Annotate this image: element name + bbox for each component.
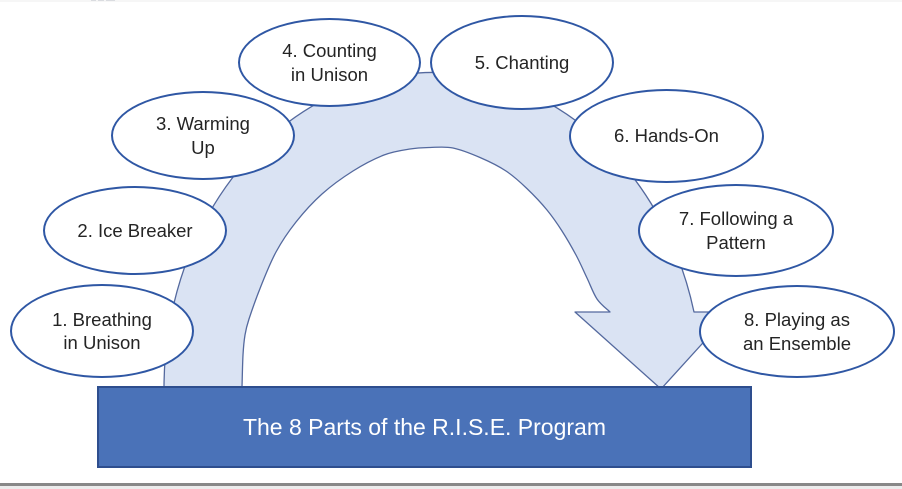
step-label: 4. Counting: [282, 40, 377, 61]
step-bubble-8[interactable]: 8. Playing as an Ensemble: [699, 285, 895, 378]
step-bubble-4[interactable]: 4. Counting in Unison: [238, 18, 421, 107]
top-edge-strip: [0, 0, 902, 2]
step-label-line2: Pattern: [706, 231, 766, 253]
top-edge-artifact: [91, 0, 96, 1]
step-label: 6. Hands-On: [614, 125, 719, 147]
step-label: 8. Playing as: [744, 309, 850, 330]
step-label: 2. Ice Breaker: [77, 219, 193, 241]
top-edge-artifact: [106, 0, 115, 1]
step-bubble-7[interactable]: 7. Following a Pattern: [638, 184, 834, 277]
bottom-divider-line: [0, 483, 902, 486]
step-label: 5. Chanting: [474, 51, 570, 73]
bottom-edge-strip: [0, 485, 902, 489]
step-label-line2: in Unison: [63, 332, 141, 353]
step-bubble-3[interactable]: 3. Warming Up: [111, 91, 295, 180]
step-label-line2: an Ensemble: [743, 332, 851, 354]
step-bubble-5[interactable]: 5. Chanting: [430, 15, 614, 110]
step-label-line2: in Unison: [290, 63, 369, 85]
step-label: 3. Warming: [156, 113, 250, 134]
step-bubble-6[interactable]: 6. Hands-On: [569, 89, 764, 183]
title-banner: The 8 Parts of the R.I.S.E. Program: [97, 386, 752, 468]
top-edge-artifact: [98, 0, 104, 1]
step-bubble-2[interactable]: 2. Ice Breaker: [43, 186, 227, 275]
step-label: 1. Breathing: [52, 308, 152, 330]
step-label-line2: Up: [191, 136, 215, 158]
title-text: The 8 Parts of the R.I.S.E. Program: [242, 413, 607, 440]
step-bubble-1[interactable]: 1. Breathing in Unison: [10, 284, 194, 378]
step-label: 7. Following a: [678, 208, 794, 229]
